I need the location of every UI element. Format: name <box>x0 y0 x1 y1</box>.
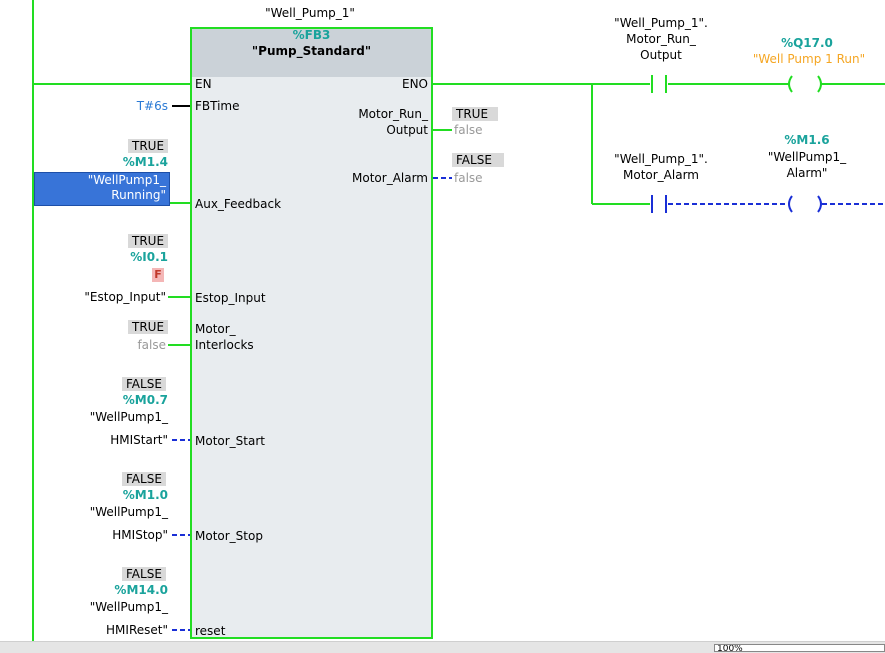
block-address: %FB3 <box>292 28 331 42</box>
alarm-contact[interactable] <box>651 195 667 213</box>
alarm-contact-label-1[interactable]: "Well_Pump_1". <box>614 152 708 166</box>
pin-reset: reset <box>195 624 226 638</box>
aux-name-2: Running" <box>111 188 166 202</box>
run-coil-address[interactable]: %Q17.0 <box>781 36 833 50</box>
pin-motor-run-output-2: Output <box>386 123 428 137</box>
stop-status-badge: FALSE <box>122 472 166 486</box>
fbtime-value[interactable]: T#6s <box>136 99 168 113</box>
run-contact-label-3[interactable]: Output <box>640 48 682 62</box>
run-contact-label-2[interactable]: Motor_Run_ <box>626 32 696 46</box>
pin-motor-alarm: Motor_Alarm <box>352 171 428 185</box>
aux-address[interactable]: %M1.4 <box>122 155 168 169</box>
alarm-coil[interactable] <box>788 195 822 213</box>
interlocks-status-badge: TRUE <box>128 320 169 334</box>
pin-motor-stop: Motor_Stop <box>195 529 263 543</box>
run-contact-label-1[interactable]: "Well_Pump_1". <box>614 16 708 30</box>
pin-estop-input: Estop_Input <box>195 291 266 305</box>
pin-aux-feedback: Aux_Feedback <box>195 197 282 211</box>
reset-name-1[interactable]: "WellPump1_ <box>89 600 168 614</box>
estop-status-badge: TRUE <box>128 234 169 248</box>
stop-name-2[interactable]: HMIStop" <box>112 528 168 542</box>
stop-name-1[interactable]: "WellPump1_ <box>89 505 168 519</box>
zoom-select[interactable]: 100% <box>714 644 885 652</box>
alarm-output-status-badge: FALSE <box>452 153 504 167</box>
run-contact[interactable] <box>651 75 667 93</box>
run-coil-name[interactable]: "Well Pump 1 Run" <box>752 52 866 66</box>
interlocks-value[interactable]: false <box>137 338 166 352</box>
instance-name[interactable]: "Well_Pump_1" <box>265 6 355 20</box>
alarm-contact-label-2[interactable]: Motor_Alarm <box>623 168 699 182</box>
stop-address[interactable]: %M1.0 <box>122 488 168 502</box>
alarm-coil-name-2[interactable]: Alarm" <box>786 166 828 180</box>
function-block[interactable] <box>190 27 433 639</box>
pin-motor-interlocks-2: Interlocks <box>195 338 254 352</box>
start-address[interactable]: %M0.7 <box>122 393 168 407</box>
pin-eno: ENO <box>401 77 428 91</box>
estop-name[interactable]: "Estop_Input" <box>84 290 166 304</box>
block-header <box>192 29 431 77</box>
run-coil[interactable] <box>788 75 822 93</box>
reset-name-2[interactable]: HMIReset" <box>106 623 168 637</box>
reset-address[interactable]: %M14.0 <box>114 583 168 597</box>
aux-status-badge: TRUE <box>128 139 169 153</box>
start-status-badge: FALSE <box>122 377 166 391</box>
pin-motor-interlocks-1: Motor_ <box>195 322 236 336</box>
start-name-2[interactable]: HMIStart" <box>110 433 168 447</box>
status-bar <box>0 641 885 653</box>
alarm-output-value[interactable]: false <box>454 171 483 185</box>
alarm-coil-address[interactable]: %M1.6 <box>784 133 830 147</box>
pin-motor-run-output-1: Motor_Run_ <box>358 107 428 121</box>
aux-name-1: "WellPump1_ <box>87 173 166 187</box>
estop-address[interactable]: %I0.1 <box>130 250 168 264</box>
alarm-coil-name-1[interactable]: "WellPump1_ <box>767 150 847 164</box>
run-output-value[interactable]: false <box>454 123 483 137</box>
force-badge: F <box>152 268 164 282</box>
pin-motor-start: Motor_Start <box>195 434 265 448</box>
reset-status-badge: FALSE <box>122 567 166 581</box>
block-type: "Pump_Standard" <box>251 44 372 58</box>
run-output-status-badge: TRUE <box>452 107 498 121</box>
pin-en: EN <box>195 77 212 91</box>
pin-fbtime: FBTime <box>195 99 240 113</box>
start-name-1[interactable]: "WellPump1_ <box>89 410 168 424</box>
aux-operand-selected[interactable]: "WellPump1_ Running" <box>34 172 170 206</box>
